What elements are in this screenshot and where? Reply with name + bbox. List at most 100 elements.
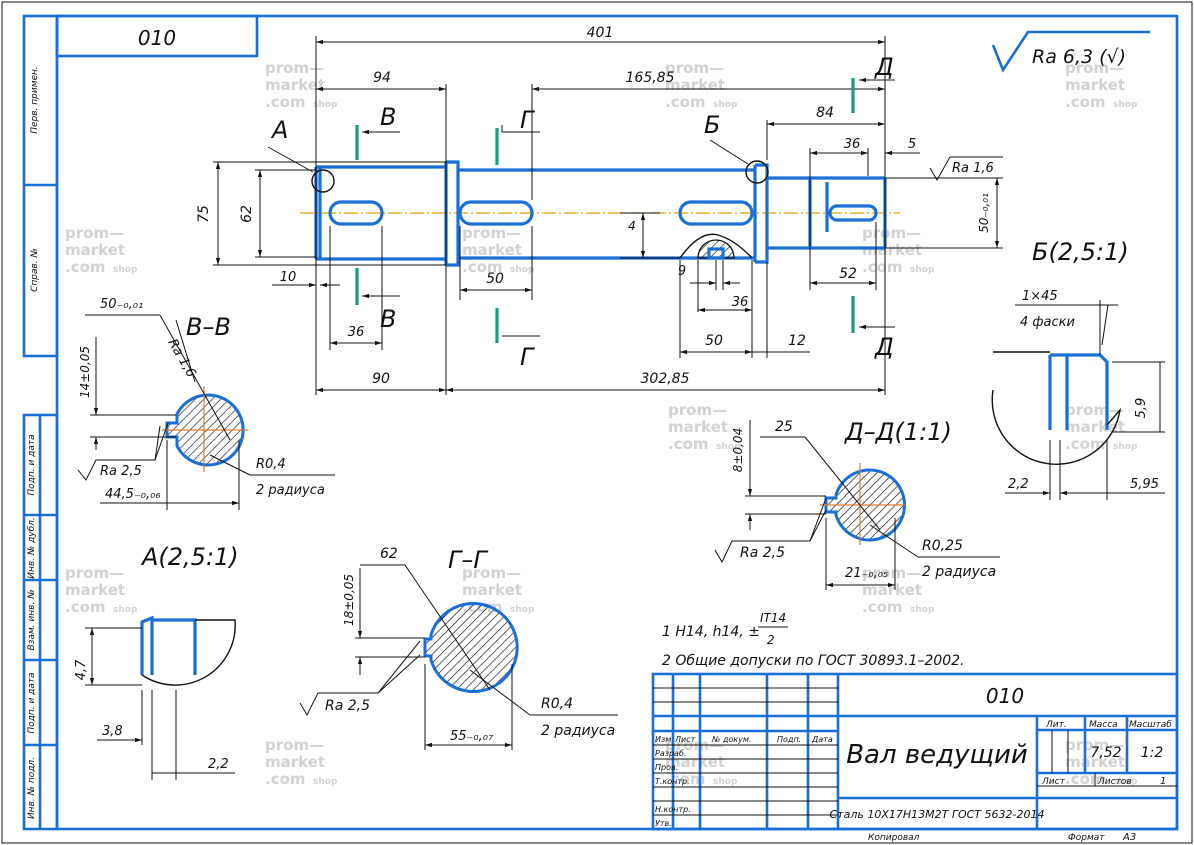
svg-text:Ra 6,3 (√): Ra 6,3 (√) xyxy=(1032,46,1126,68)
svg-text:market: market xyxy=(265,753,325,771)
svg-text:prom—: prom— xyxy=(65,564,124,582)
svg-text:prom—: prom— xyxy=(862,224,921,242)
svg-text:market: market xyxy=(65,581,125,599)
svg-text:2,2: 2,2 xyxy=(1008,477,1029,492)
svg-text:1: 1 xyxy=(1160,776,1166,787)
detail-b: Б(2,5:1) 1×45 4 фаски 5,9 2,2 5,95 xyxy=(991,238,1165,500)
svg-text:4 фаски: 4 фаски xyxy=(1020,315,1075,330)
part-name: Вал ведущий xyxy=(846,740,1028,770)
svg-text:IT14: IT14 xyxy=(760,611,786,625)
svg-text:.com: .com xyxy=(1065,435,1106,453)
svg-text:market: market xyxy=(665,753,725,771)
svg-text:.com: .com xyxy=(265,770,306,788)
side-label-podl: Инв. № подл. xyxy=(27,757,37,819)
svg-text:.com: .com xyxy=(862,598,903,616)
side-strip: Перв. примен. Справ. № Подп. и дата Инв.… xyxy=(22,14,59,831)
svg-text:Г: Г xyxy=(520,343,535,371)
svg-text:market: market xyxy=(862,581,922,599)
svg-text:shop: shop xyxy=(910,605,935,615)
svg-text:prom—: prom— xyxy=(65,224,124,242)
svg-text:prom—: prom— xyxy=(1065,401,1124,419)
svg-text:Листов: Листов xyxy=(1097,777,1132,787)
svg-text:.com: .com xyxy=(65,258,106,276)
svg-text:market: market xyxy=(668,418,728,436)
svg-text:Т.контр.: Т.контр. xyxy=(655,777,690,786)
svg-text:Подп.: Подп. xyxy=(777,735,801,744)
svg-text:Копировал: Копировал xyxy=(868,833,920,843)
svg-text:Лит.: Лит. xyxy=(1045,720,1067,730)
svg-text:50₋₀,₀₁: 50₋₀,₀₁ xyxy=(100,297,143,312)
svg-text:94: 94 xyxy=(373,70,391,86)
svg-text:.com: .com xyxy=(665,93,706,111)
svg-text:62: 62 xyxy=(380,546,398,562)
side-label-dubl: Инв. № дубл. xyxy=(27,517,37,579)
svg-text:1 H14, h14, ±: 1 H14, h14, ± xyxy=(662,624,760,640)
svg-text:shop: shop xyxy=(1113,777,1138,787)
svg-text:Ra 2,5: Ra 2,5 xyxy=(325,698,370,714)
svg-text:36: 36 xyxy=(844,137,861,152)
svg-text:Д: Д xyxy=(874,333,894,361)
section-dd: Д–Д(1:1) 25 8±0,04 Ra 2,5 R0,25 2 радиус… xyxy=(714,418,1000,590)
svg-text:В: В xyxy=(380,305,396,333)
svg-text:5,9: 5,9 xyxy=(1134,398,1149,419)
svg-text:shop: shop xyxy=(510,265,535,275)
svg-text:18±0,05: 18±0,05 xyxy=(342,574,356,626)
svg-text:52: 52 xyxy=(839,266,857,282)
svg-text:25: 25 xyxy=(775,419,793,435)
svg-text:3,8: 3,8 xyxy=(102,724,123,739)
svg-text:prom—: prom— xyxy=(1065,59,1124,77)
svg-text:R0,25: R0,25 xyxy=(922,538,963,554)
svg-text:4,7: 4,7 xyxy=(74,659,89,680)
svg-text:Ra 1,6: Ra 1,6 xyxy=(952,161,994,176)
svg-text:Г: Г xyxy=(520,106,535,134)
svg-text:shop: shop xyxy=(113,265,138,275)
svg-text:А3: А3 xyxy=(1122,832,1136,843)
svg-text:market: market xyxy=(1065,753,1125,771)
svg-text:Масштаб: Масштаб xyxy=(1129,720,1172,730)
side-label-vzam: Взам. инв. № xyxy=(27,589,37,650)
title-block: 010 Вал ведущий Сталь 10Х17Н13М2Т ГОСТ 5… xyxy=(651,672,1179,843)
svg-text:5,95: 5,95 xyxy=(1130,477,1159,492)
svg-text:А: А xyxy=(270,116,288,144)
svg-text:prom—: prom— xyxy=(862,564,921,582)
svg-text:8±0,04: 8±0,04 xyxy=(731,428,745,472)
general-roughness: Ra 6,3 (√) xyxy=(991,30,1150,73)
svg-text:1:2: 1:2 xyxy=(1141,745,1164,761)
svg-text:market: market xyxy=(265,76,325,94)
svg-text:А(2,5:1): А(2,5:1) xyxy=(140,543,239,571)
svg-text:2,2: 2,2 xyxy=(208,757,229,772)
svg-text:Разраб.: Разраб. xyxy=(655,749,686,758)
svg-text:prom—: prom— xyxy=(1065,736,1124,754)
svg-text:shop: shop xyxy=(713,777,738,787)
svg-text:14±0,05: 14±0,05 xyxy=(78,346,92,398)
svg-text:36: 36 xyxy=(732,295,749,310)
technical-notes: 1 H14, h14, ± IT14 2 2 Общие допуски по … xyxy=(662,611,964,669)
svg-text:prom—: prom— xyxy=(665,59,724,77)
side-label-podp1: Подп. и дата xyxy=(27,434,37,495)
svg-text:4: 4 xyxy=(628,219,636,233)
svg-text:62: 62 xyxy=(239,205,255,223)
side-label-sprav: Справ. № xyxy=(30,248,40,292)
svg-text:5: 5 xyxy=(908,137,916,152)
svg-text:prom—: prom— xyxy=(668,401,727,419)
svg-text:50: 50 xyxy=(705,333,723,349)
svg-text:shop: shop xyxy=(113,605,138,615)
side-label-perv: Перв. примен. xyxy=(30,66,40,134)
svg-text:Б(2,5:1): Б(2,5:1) xyxy=(1032,238,1129,266)
svg-text:12: 12 xyxy=(788,333,806,349)
svg-text:В: В xyxy=(380,103,396,131)
svg-text:.com: .com xyxy=(665,770,706,788)
svg-text:Изм: Изм xyxy=(655,735,671,744)
svg-text:prom—: prom— xyxy=(462,224,521,242)
svg-text:90: 90 xyxy=(372,371,390,387)
side-label-podp2: Подп. и дата xyxy=(27,672,37,733)
svg-text:R0,4: R0,4 xyxy=(256,457,286,472)
svg-text:2: 2 xyxy=(767,633,775,647)
svg-text:44,5₋₀,₀₆: 44,5₋₀,₀₆ xyxy=(105,487,161,502)
